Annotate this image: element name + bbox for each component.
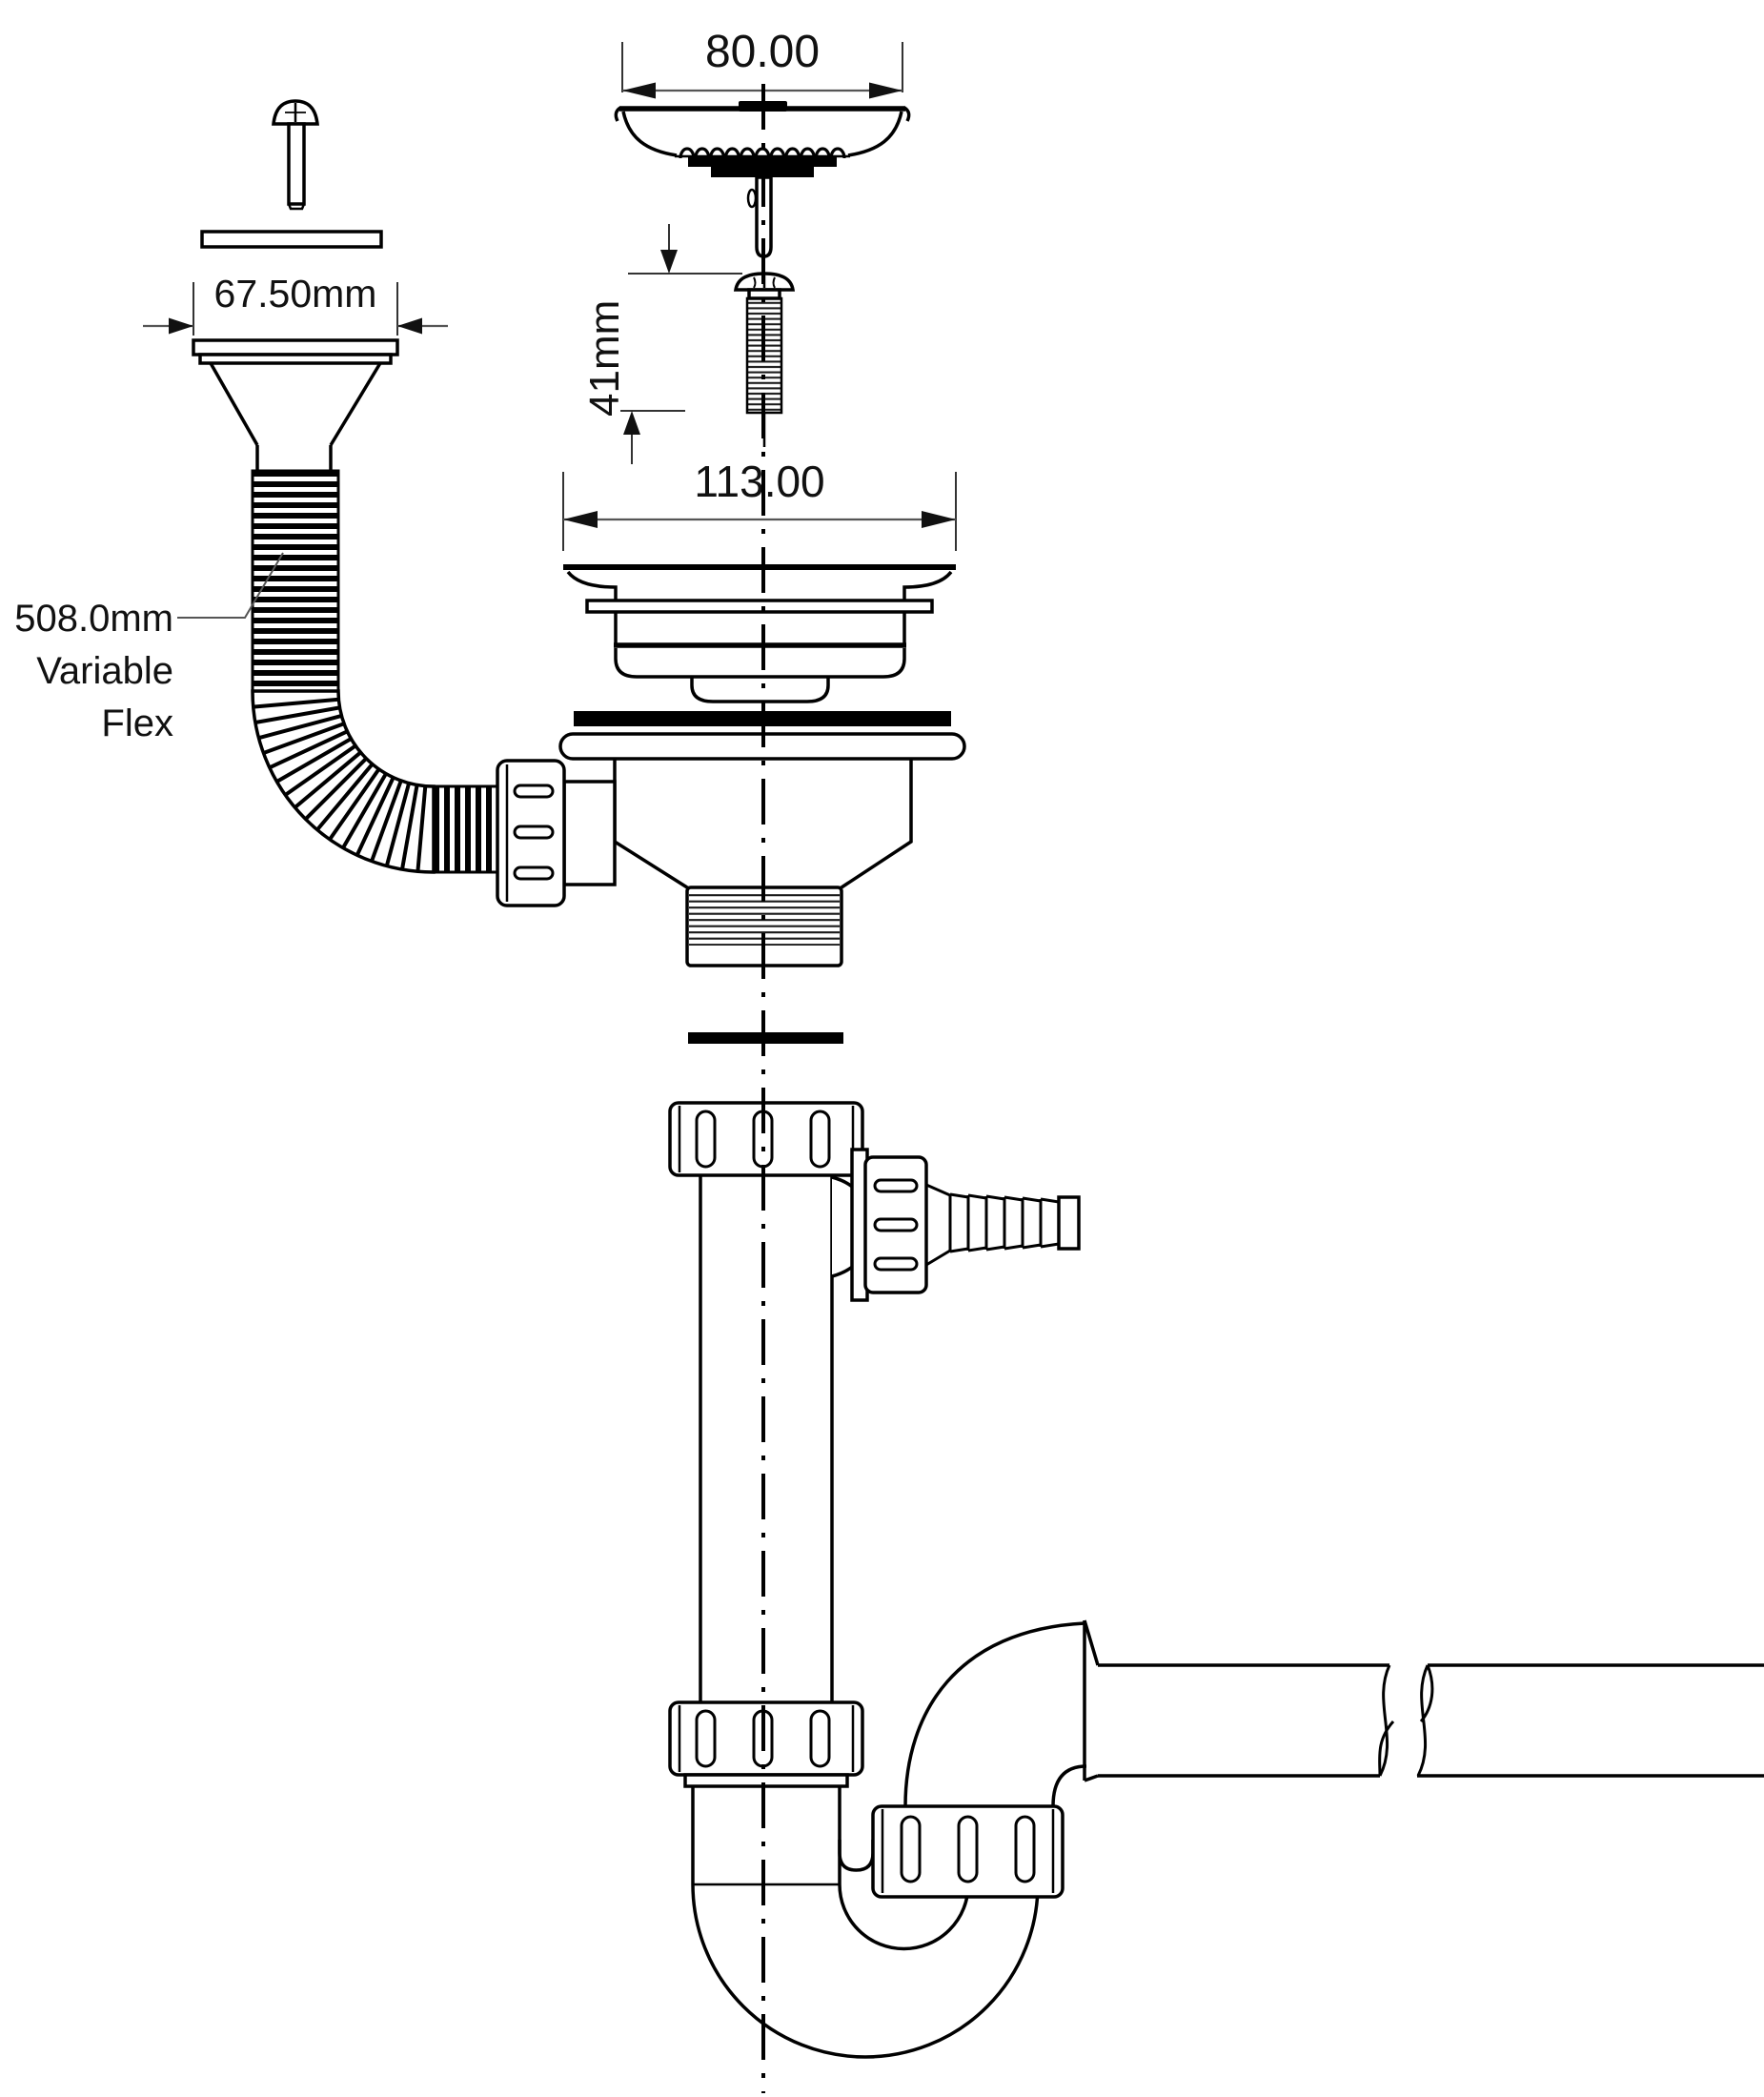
washing-machine-branch xyxy=(831,1148,1081,1302)
dim-41-label: 41mm xyxy=(581,300,628,417)
flex-label-line1: 508.0mm xyxy=(14,598,173,640)
overflow-funnel xyxy=(192,338,399,471)
outlet-elbow xyxy=(903,1619,1100,1807)
trap-outlet-nut xyxy=(871,1804,1064,1899)
dim-80-arrow-left xyxy=(622,82,656,99)
trap-bridge-notch xyxy=(838,1840,875,1872)
dim-113-arrow-right xyxy=(922,511,956,528)
flange-screw-plate xyxy=(585,599,934,614)
trap-bowl-inner xyxy=(838,1883,970,1951)
dim-113-label: 113.00 xyxy=(694,457,824,506)
tailpipe-top-nut xyxy=(668,1101,864,1177)
waste-body xyxy=(496,732,966,967)
trap-inlet-nut xyxy=(668,1700,864,1777)
flat-washer-plate xyxy=(200,230,383,249)
flex-label-line3: Flex xyxy=(101,702,173,744)
dimension-screw-length: 41mm xyxy=(581,224,742,464)
bend-ribs xyxy=(253,697,428,872)
dimension-overflow-flange: 67.50mm xyxy=(143,272,448,336)
dim-67-arrow-right xyxy=(397,317,422,335)
dim-67-arrow-left xyxy=(169,317,193,335)
dim-80-arrow-right xyxy=(869,82,902,99)
dim-67-label: 67.50mm xyxy=(214,272,377,316)
flex-hose-label: 508.0mm Variable Flex xyxy=(14,552,284,744)
sealing-washer xyxy=(688,1032,843,1044)
strainer-holes xyxy=(679,147,846,159)
sink-waste-flange xyxy=(563,564,956,703)
dimension-waste-flange: 113.00 xyxy=(562,457,957,551)
overflow-nut xyxy=(496,759,566,907)
dim-80-label: 80.00 xyxy=(705,27,820,77)
trap-socket-lip xyxy=(683,1773,849,1788)
outlet-pipe xyxy=(1098,1663,1764,1778)
flex-label-line2: Variable xyxy=(36,650,173,692)
hose-barb xyxy=(925,1183,1081,1267)
stem-hole xyxy=(746,188,758,209)
dim-113-arrow-left xyxy=(563,511,598,528)
overflow-inlet-collar xyxy=(562,780,617,886)
branch-nut xyxy=(863,1155,928,1294)
fixing-screw xyxy=(272,99,319,211)
p-trap xyxy=(683,1773,1064,2059)
overflow-flex-hose xyxy=(251,469,504,874)
pipe-break-symbol xyxy=(1378,1664,1434,1777)
leader-line xyxy=(177,552,284,619)
trap-bowl-outer xyxy=(691,1883,1040,2059)
tailpipe-tube xyxy=(699,1175,834,1702)
